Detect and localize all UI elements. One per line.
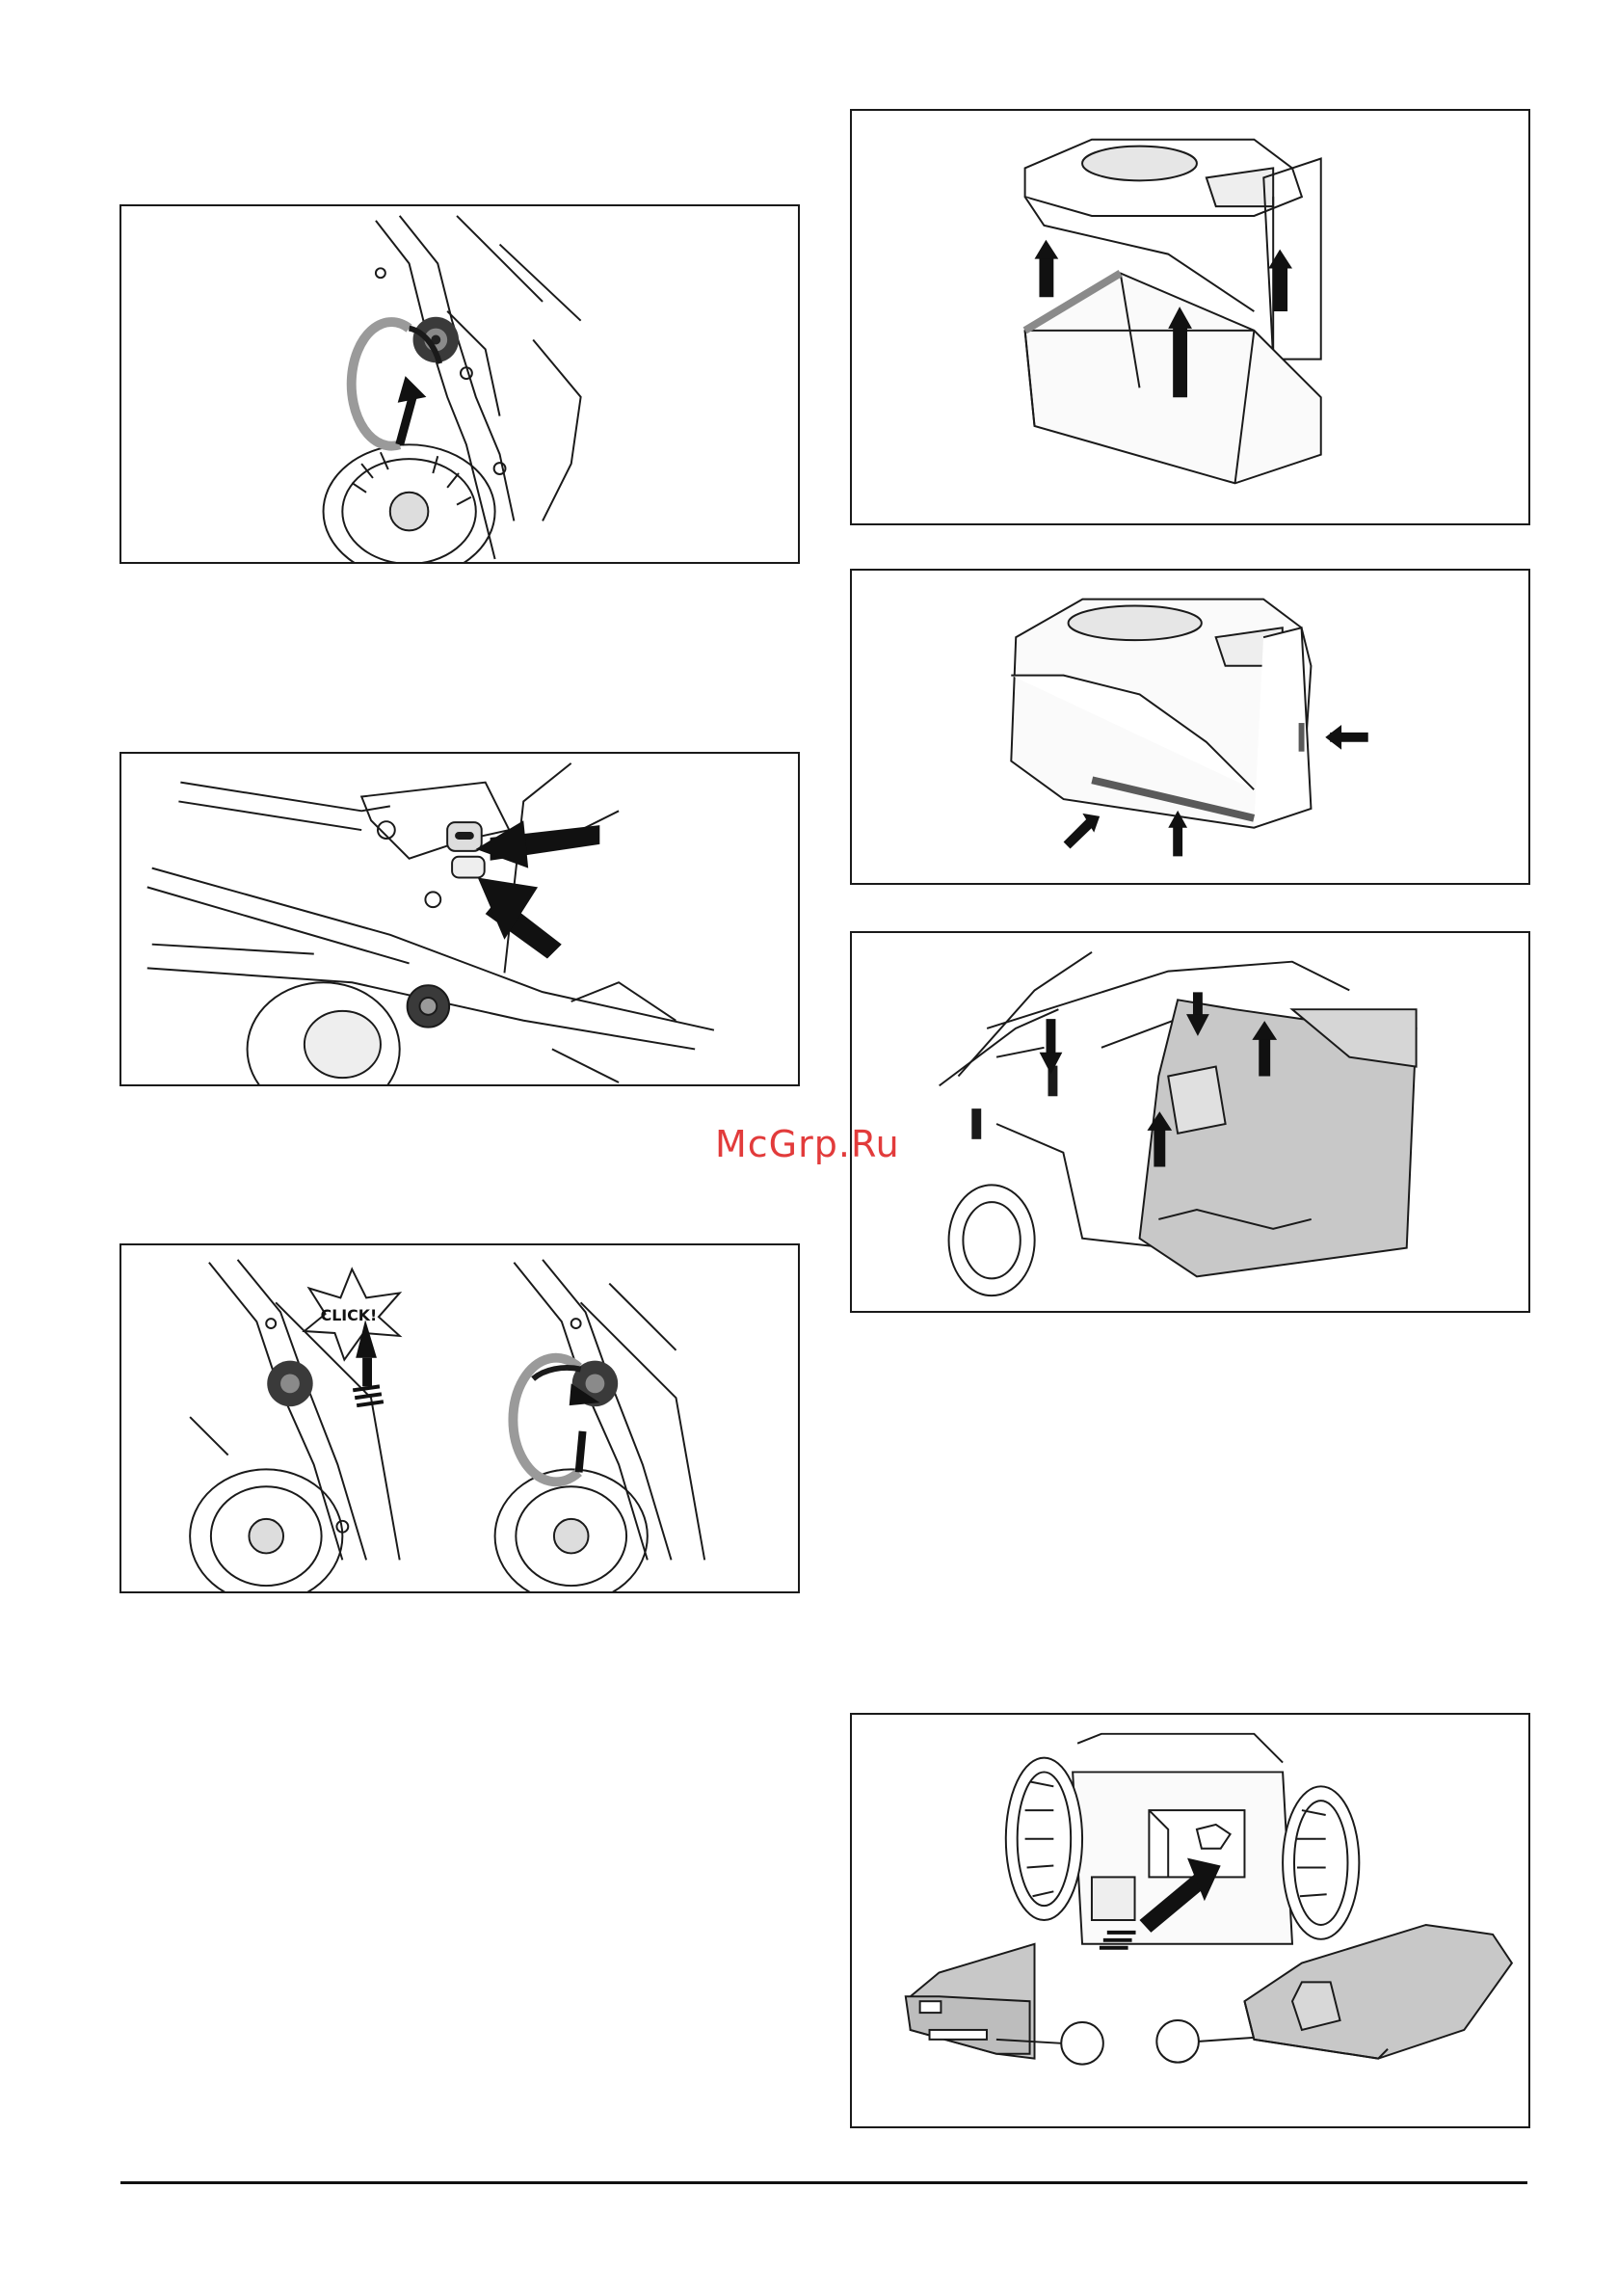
- figure-knob-click: CLICK!: [119, 1243, 800, 1593]
- wheel: [248, 982, 450, 1084]
- grass-bag: [1140, 1000, 1417, 1276]
- figure-mulch-insert: [850, 1713, 1530, 2128]
- knob-click-illustration: CLICK!: [121, 1245, 798, 1591]
- figure-knob-loosen: [119, 204, 800, 564]
- handle-slot-illustration: [121, 754, 798, 1084]
- knob-loosen-illustration: [121, 206, 798, 562]
- grass-bag-clip-illustration: [852, 571, 1528, 883]
- push-arrow-icon: [476, 820, 600, 958]
- watermark: McGrp.Ru: [715, 1123, 900, 1165]
- bag-attach-illustration: [852, 933, 1528, 1311]
- wheel: [324, 444, 495, 562]
- mulch-insert-illustration: [852, 1715, 1528, 2126]
- figure-bag-attach: [850, 931, 1530, 1313]
- figure-handle-slot: [119, 752, 800, 1086]
- grass-bag-lift-illustration: [852, 111, 1528, 523]
- footer-rule: [120, 2181, 1527, 2184]
- figure-grass-bag-lift: [850, 109, 1530, 525]
- knob-icon: [267, 1361, 312, 1406]
- rotation-arrow-icon: [352, 322, 440, 446]
- click-label: CLICK!: [321, 1306, 378, 1324]
- figure-grass-bag-clip: [850, 569, 1530, 885]
